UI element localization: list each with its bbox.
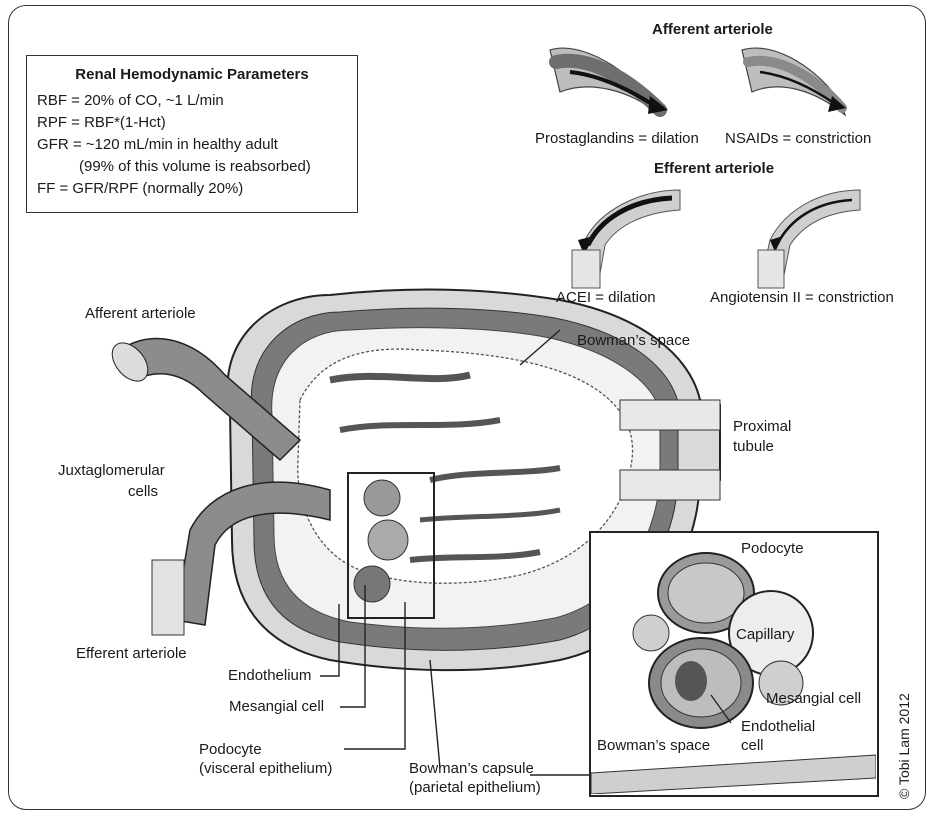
label-efferent-arteriole: Efferent arteriole — [76, 645, 187, 663]
inset-label-mesangial-cell: Mesangial cell — [766, 690, 861, 708]
afferent-nsaid-illustration — [742, 48, 846, 115]
label-cells: cells — [128, 483, 158, 501]
efferent-acei-illustration — [572, 190, 680, 288]
params-line-ff: FF = GFR/RPF (normally 20%) — [37, 180, 243, 197]
label-mesangial-cell: Mesangial cell — [229, 698, 324, 716]
hemodynamic-parameters-box: Renal Hemodynamic Parameters RBF = 20% o… — [26, 55, 358, 213]
label-afferent-arteriole: Afferent arteriole — [85, 305, 196, 323]
inset-label-bowmans-space: Bowman’s space — [597, 737, 710, 755]
inset-label-capillary: Capillary — [736, 626, 794, 644]
params-line-gfr: GFR = ~120 mL/min in healthy adult — [37, 136, 278, 153]
afferent-prostaglandin-illustration — [550, 48, 668, 115]
angiotensin-caption: Angiotensin II = constriction — [710, 289, 894, 307]
label-proximal: Proximal — [733, 418, 791, 436]
params-line-rpf: RPF = RBF*(1-Hct) — [37, 114, 166, 131]
params-line-reabsorbed: (99% of this volume is reabsorbed) — [79, 158, 311, 175]
label-tubule: tubule — [733, 438, 774, 456]
label-endothelium: Endothelium — [228, 667, 311, 685]
efferent-heading: Efferent arteriole — [654, 160, 774, 178]
label-bowmans-capsule: Bowman’s capsule — [409, 760, 534, 778]
inset-label-podocyte: Podocyte — [741, 540, 804, 558]
afferent-heading: Afferent arteriole — [652, 21, 773, 39]
inset-label-cell: cell — [741, 737, 764, 755]
label-parietal-epithelium: (parietal epithelium) — [409, 779, 541, 797]
acei-caption: ACEI = dilation — [556, 289, 656, 307]
copyright-text: © Tobi Lam 2012 — [896, 693, 912, 799]
prostaglandins-caption: Prostaglandins = dilation — [535, 130, 699, 148]
nsaids-caption: NSAIDs = constriction — [725, 130, 871, 148]
label-podocyte: Podocyte — [199, 741, 262, 759]
inset-label-endothelial: Endothelial — [741, 718, 815, 736]
capillary-inset: Podocyte Capillary Mesangial cell Endoth… — [589, 531, 879, 797]
label-bowmans-space: Bowman’s space — [577, 332, 690, 350]
label-juxtaglomerular: Juxtaglomerular — [58, 462, 165, 480]
efferent-angiotensin-illustration — [758, 190, 860, 288]
params-line-rbf: RBF = 20% of CO, ~1 L/min — [37, 92, 224, 109]
params-title: Renal Hemodynamic Parameters — [27, 66, 357, 83]
label-visceral-epithelium: (visceral epithelium) — [199, 760, 332, 778]
